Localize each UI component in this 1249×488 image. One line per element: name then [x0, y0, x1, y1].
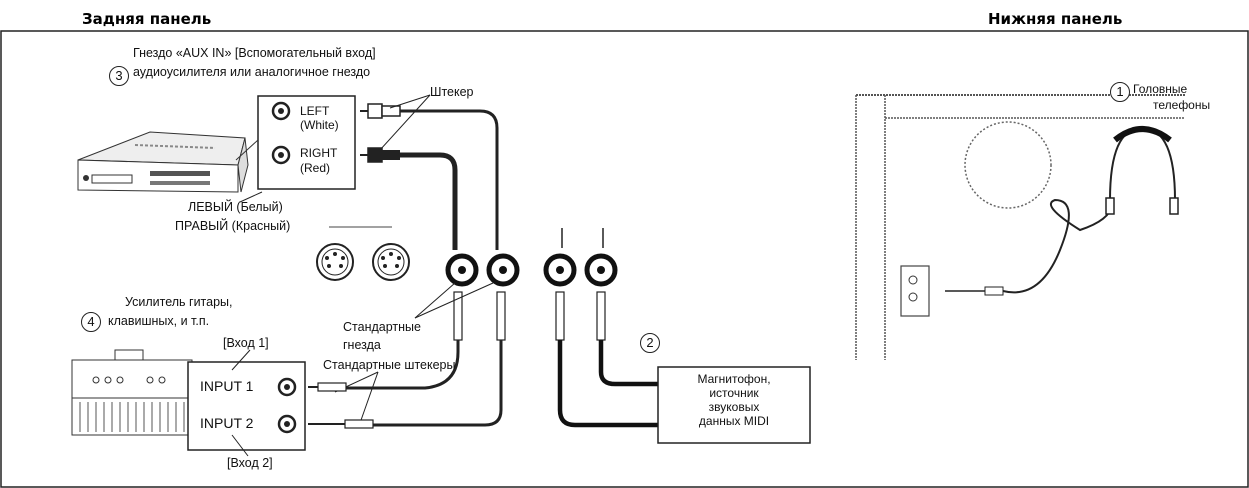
input-panel — [187, 349, 306, 457]
guitar-amplifier — [71, 349, 193, 436]
guitar-amp-label-line1: Усилитель гитары, — [125, 295, 233, 309]
line-out-jacks — [445, 195, 520, 287]
input1-device-text: INPUT 1 — [200, 378, 254, 394]
line-in-jacks — [543, 228, 618, 287]
input-plugs — [308, 382, 374, 429]
callout-3: 3 — [109, 66, 129, 86]
midi-jacks — [316, 226, 410, 281]
right-jack-text: RIGHT — [300, 146, 338, 160]
aux-in-label-line2: аудиоусилителя или аналогичное гнездо — [133, 65, 371, 79]
tape-label-line2: источник — [709, 386, 759, 400]
tape-recorder-box — [657, 366, 811, 444]
headphones-label-line1: Головные — [1133, 82, 1188, 96]
rear-panel-title: Задняя панель — [82, 10, 212, 28]
std-plugs-label: Стандартные штекеры — [323, 358, 456, 372]
std-jacks-label-line1: Стандартные — [343, 320, 421, 334]
bottom-panel-title: Нижняя панель — [988, 10, 1123, 28]
guitar-amp-label-line2: клавишных, и т.п. — [108, 314, 210, 328]
aux-in-label-line1: Гнездо «AUX IN» [Вспомогательный вход] — [133, 46, 376, 60]
callout-1: 1 — [1110, 82, 1130, 102]
input2-ru-label: [Вход 2] — [227, 456, 273, 470]
bottom-panel-drawing — [855, 94, 1185, 360]
red-jack-text: (Red) — [300, 161, 331, 175]
left-jack-text: LEFT — [300, 104, 330, 118]
right-red-label: ПРАВЫЙ (Красный) — [175, 219, 291, 233]
tape-label-line1: Магнитофон, — [697, 372, 771, 386]
line-out-plugs — [330, 291, 506, 427]
rca-plugs — [360, 94, 431, 163]
tape-label-line3: звуковых — [708, 400, 760, 414]
left-white-label: ЛЕВЫЙ (Белый) — [188, 200, 283, 214]
tape-label-line4: данных MIDI — [698, 414, 770, 428]
std-jacks-label-line2: гнезда — [343, 338, 381, 352]
line-in-plugs — [555, 291, 658, 428]
white-jack-text: (White) — [300, 118, 339, 132]
callout-2: 2 — [640, 333, 660, 353]
input1-ru-label: [Вход 1] — [223, 336, 269, 350]
plug-label: Штекер — [430, 85, 474, 99]
aux-jack-panel — [235, 95, 356, 190]
input2-device-text: INPUT 2 — [200, 415, 254, 431]
audio-amplifier — [77, 131, 249, 193]
callout-4: 4 — [81, 312, 101, 332]
headphones-label-line2: телефоны — [1153, 98, 1211, 112]
